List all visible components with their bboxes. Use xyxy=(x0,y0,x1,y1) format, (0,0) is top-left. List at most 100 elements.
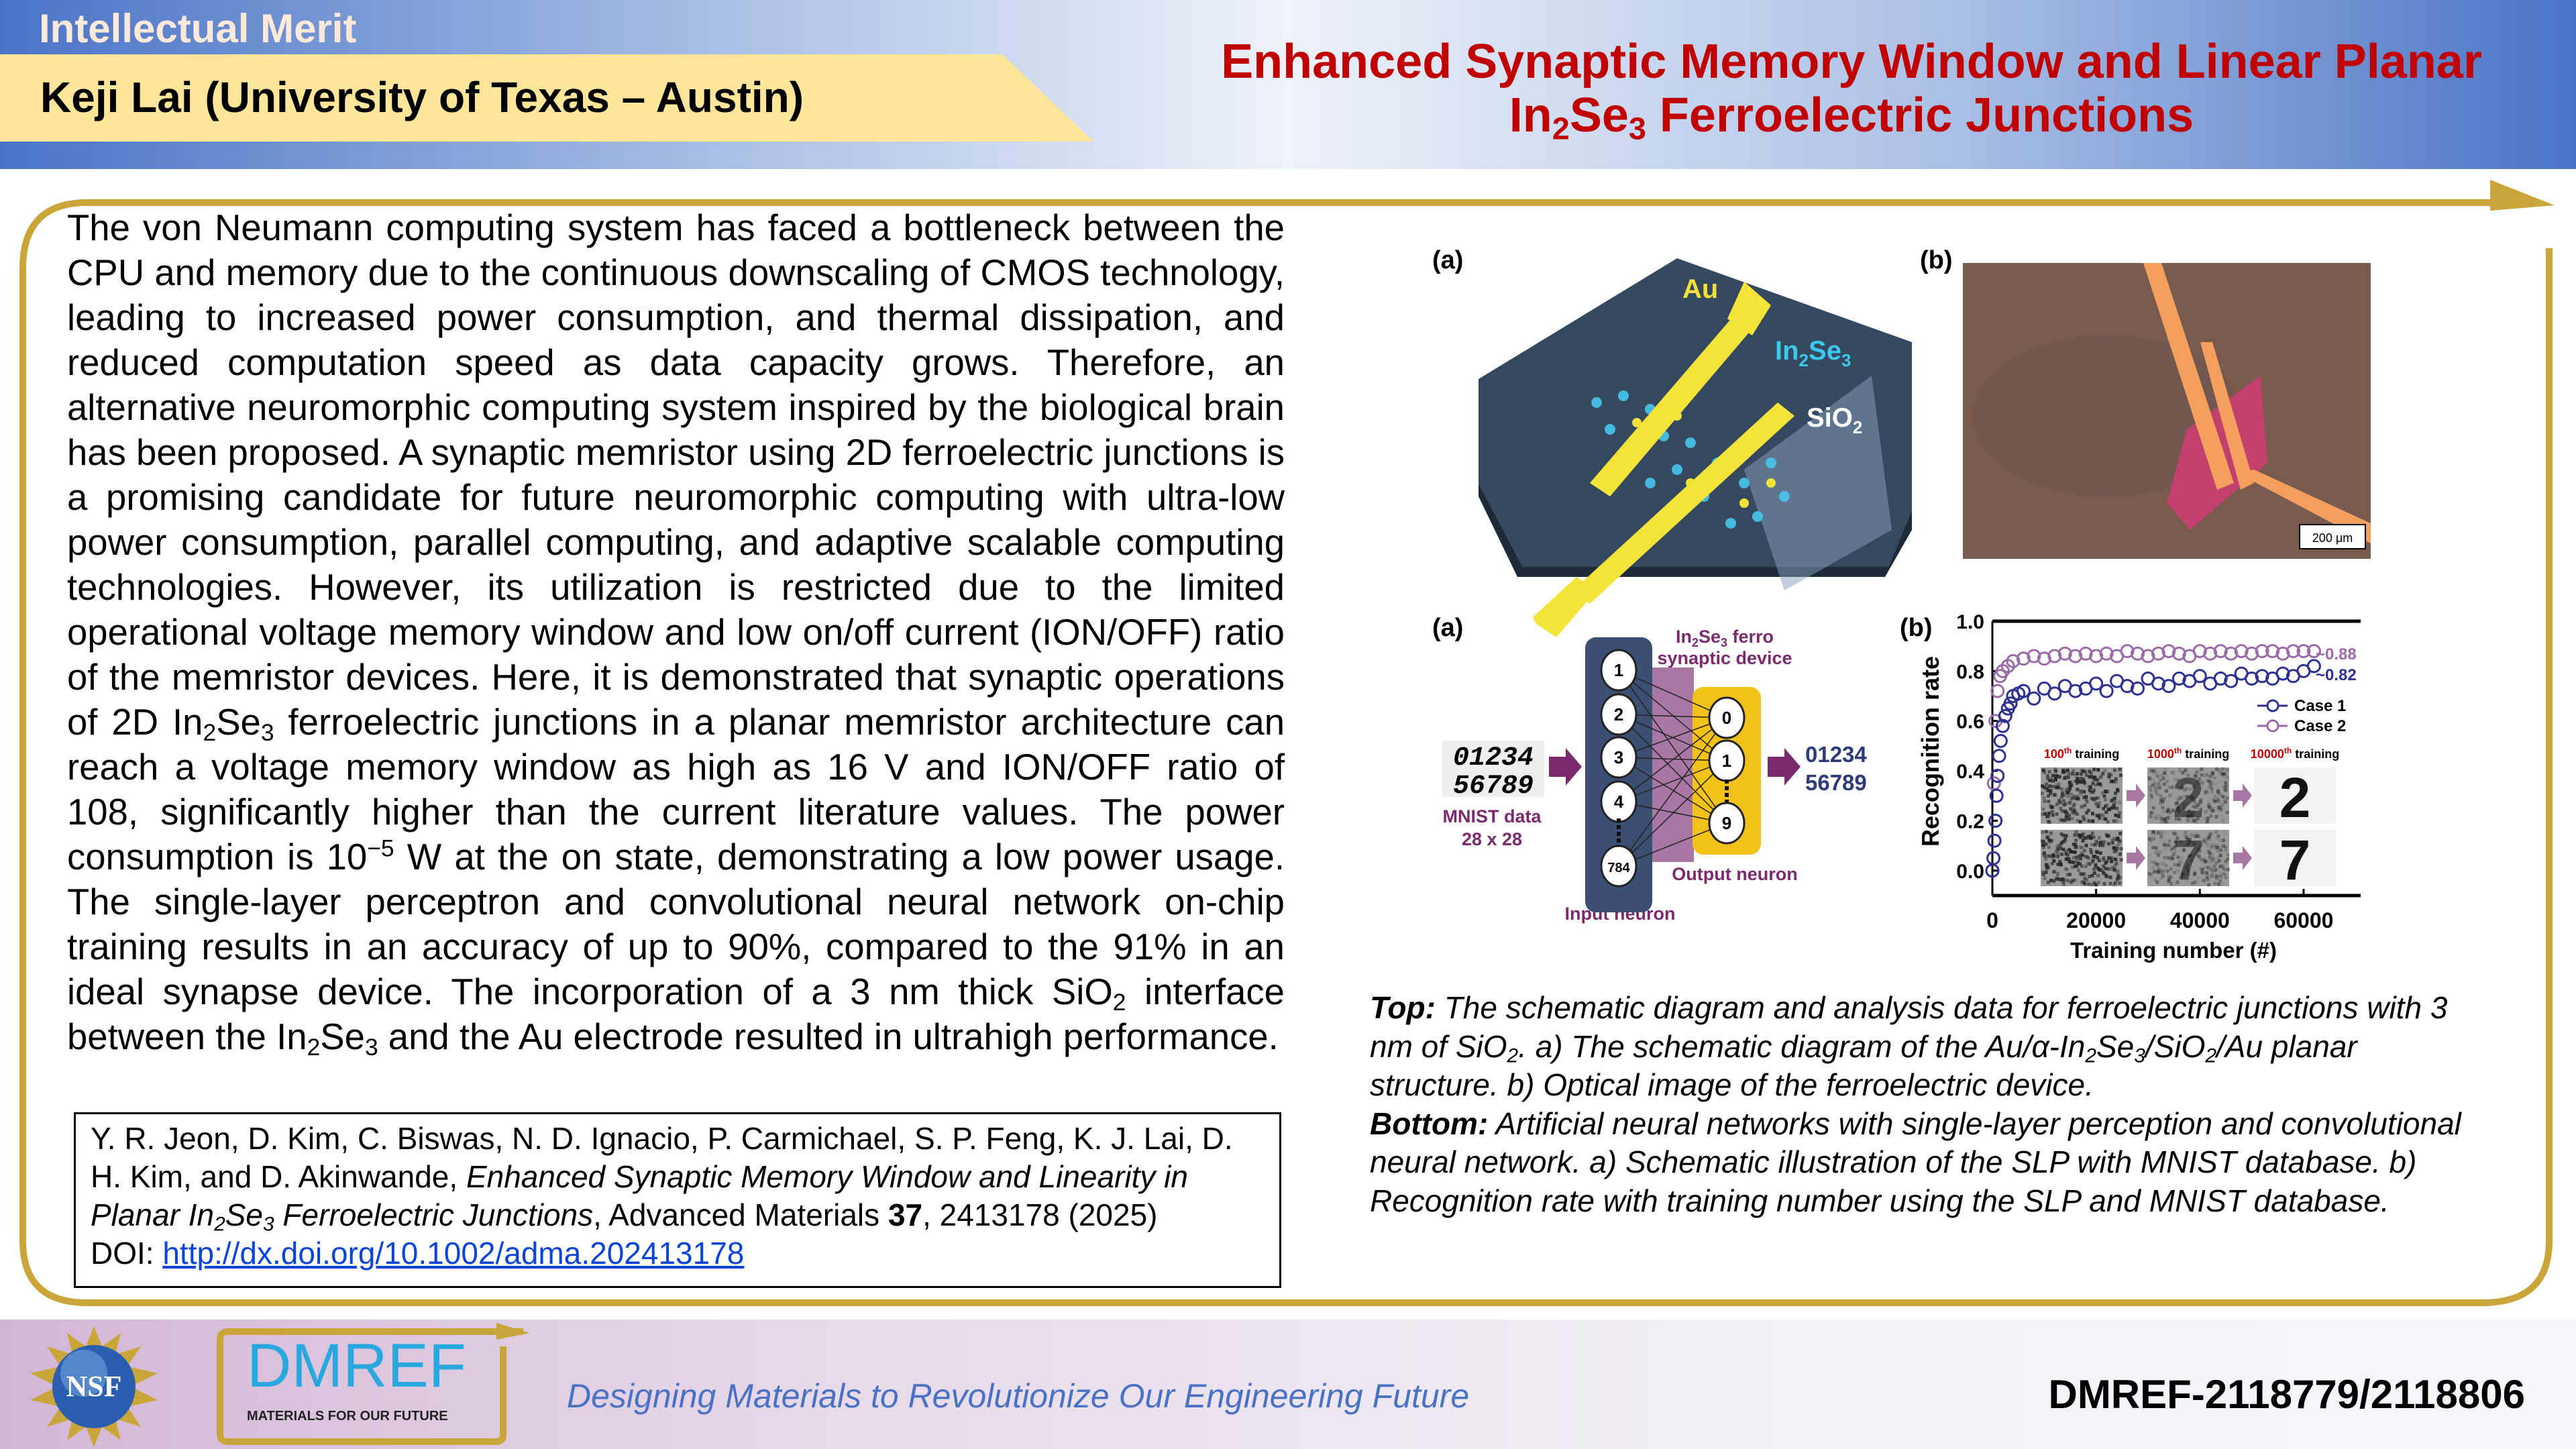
data-point xyxy=(2027,691,2041,706)
x-axis-label: Training number (#) xyxy=(2070,938,2277,963)
footer: NSF DMREF MATERIALS FOR OUR FUTURE xyxy=(0,1320,2576,1449)
pi-band xyxy=(0,54,1093,142)
input-node xyxy=(1600,736,1638,779)
panel-label: (a) xyxy=(1432,614,1463,642)
text-segment: The von Neumann computing system has fac… xyxy=(67,207,1285,743)
section-label: Intellectual Merit xyxy=(39,6,357,51)
device-schematic: (a) Au In2Se3 SiO2 xyxy=(1432,246,1912,637)
text-segment: 2 xyxy=(1552,111,1570,146)
text-segment: The schematic diagram and analysis data … xyxy=(1370,990,2448,1064)
inset-image: 7 xyxy=(2254,828,2336,892)
text-segment: Ferroelectric Junctions xyxy=(274,1197,594,1232)
data-point xyxy=(2286,644,2300,659)
inset-image xyxy=(2041,767,2123,824)
text-segment: interface between the In xyxy=(67,971,1285,1057)
x-tick-label: 0 xyxy=(1986,908,1998,932)
text-segment: Top: xyxy=(1370,990,1436,1025)
panel-label: (a) xyxy=(1432,246,1463,274)
panel-label: (b) xyxy=(1920,246,1953,274)
text-segment: Ferroelectric Junctions xyxy=(1646,89,2194,142)
data-point xyxy=(2161,644,2176,659)
data-point xyxy=(2089,649,2104,663)
data-point xyxy=(2306,659,2321,674)
data-point xyxy=(2306,644,2321,659)
inset-image: 2 xyxy=(2147,766,2229,829)
mnist-digits-2: 56789 xyxy=(1453,771,1534,802)
y-tick-label: 0.0 xyxy=(1956,861,1984,883)
arrow-right-icon xyxy=(2233,846,2252,870)
annotation-case1: ~0.82 xyxy=(2316,666,2357,684)
data-point xyxy=(2057,646,2072,661)
doi-link[interactable]: http://dx.doi.org/10.1002/adma.202413178 xyxy=(162,1236,745,1271)
pi-name: Keji Lai (University of Texas – Austin) xyxy=(40,73,804,121)
input-node-label: 4 xyxy=(1614,792,1624,812)
output-node-label: 0 xyxy=(1722,708,1731,728)
text-segment: Se xyxy=(320,1016,365,1057)
data-point xyxy=(2255,644,2269,659)
inset-image xyxy=(2041,830,2123,887)
in2se3-label: In2Se3 xyxy=(1775,336,1851,370)
arrow-right-icon xyxy=(2127,846,2145,870)
text-segment: 37 xyxy=(888,1197,923,1232)
inset-label: 10000th training xyxy=(2251,746,2339,761)
arrow-right-icon xyxy=(2127,784,2145,808)
y-tick-label: 0.4 xyxy=(1956,761,1984,783)
inset-label: 100th training xyxy=(2044,746,2119,761)
optical-image: (b) 200 μm xyxy=(1920,246,2371,559)
text-segment: . a) The schematic diagram of the Au/α-I… xyxy=(1518,1028,2086,1064)
data-point xyxy=(2245,646,2259,661)
text-segment: /Au planar structure. b) Optical image o… xyxy=(1370,1028,2357,1103)
data-point xyxy=(1986,776,2001,791)
text-segment: 2 xyxy=(203,718,217,746)
text-segment: Artificial neural networks with single-l… xyxy=(1370,1106,2461,1218)
data-point xyxy=(2265,644,2280,659)
mnist-label: MNIST data xyxy=(1442,806,1542,826)
y-tick-label: 1.0 xyxy=(1956,611,1984,633)
text-segment: 2 xyxy=(1112,988,1126,1016)
y-tick-label: 0.8 xyxy=(1956,661,1984,683)
data-point xyxy=(1987,833,2002,848)
data-point xyxy=(1990,769,2005,784)
data-point xyxy=(1995,718,2010,733)
data-point xyxy=(2224,674,2239,688)
output-digits-2: 56789 xyxy=(1805,770,1867,795)
device-label: In2Se3 ferro xyxy=(1676,627,1774,649)
inset-digit: 7 xyxy=(2173,828,2204,892)
data-point xyxy=(2027,649,2041,663)
header-banner: Intellectual Merit Keji Lai (University … xyxy=(0,0,2576,169)
text-segment: 3 xyxy=(2134,1044,2145,1067)
text-segment: 2 xyxy=(307,1033,321,1061)
data-point xyxy=(2099,684,2114,698)
output-node xyxy=(1708,696,1746,739)
data-point xyxy=(2275,666,2290,681)
text-segment: 2 xyxy=(1507,1044,1519,1067)
mnist-size: 28 x 28 xyxy=(1462,829,1522,849)
citation-box: Y. R. Jeon, D. Kim, C. Biswas, N. D. Ign… xyxy=(74,1112,1281,1288)
data-point xyxy=(2171,672,2186,686)
data-point xyxy=(2275,646,2290,661)
inset-label: 1000th training xyxy=(2147,746,2229,761)
svg-text:NSF: NSF xyxy=(66,1370,121,1403)
panel-label: (b) xyxy=(1900,614,1933,642)
data-point xyxy=(2068,684,2083,698)
text-segment: 3 xyxy=(364,1033,378,1061)
legend-marker xyxy=(2266,699,2279,712)
text-segment: and the Au electrode resulted in ultrahi… xyxy=(378,1016,1279,1057)
inset-image: 2 xyxy=(2254,766,2336,829)
text-segment: 3 xyxy=(260,718,274,746)
x-tick-label: 40000 xyxy=(2170,908,2230,932)
data-point xyxy=(1989,788,2004,803)
text-segment: 3 xyxy=(1628,111,1646,146)
au-label: Au xyxy=(1682,274,1718,304)
data-point xyxy=(2296,644,2311,659)
neural-network-diagram: (a) In2Se3 ferro synaptic device MNIST d… xyxy=(1432,614,1867,924)
data-point xyxy=(2037,651,2051,666)
data-point xyxy=(2099,646,2114,661)
data-point xyxy=(2078,646,2093,661)
arrow-head-icon xyxy=(2490,180,2555,211)
text-segment: DOI: xyxy=(91,1236,163,1271)
text-segment: W at the on state, demonstrating a low p… xyxy=(67,837,1285,1012)
data-point xyxy=(2089,676,2104,691)
text-segment: In xyxy=(1509,89,1552,142)
